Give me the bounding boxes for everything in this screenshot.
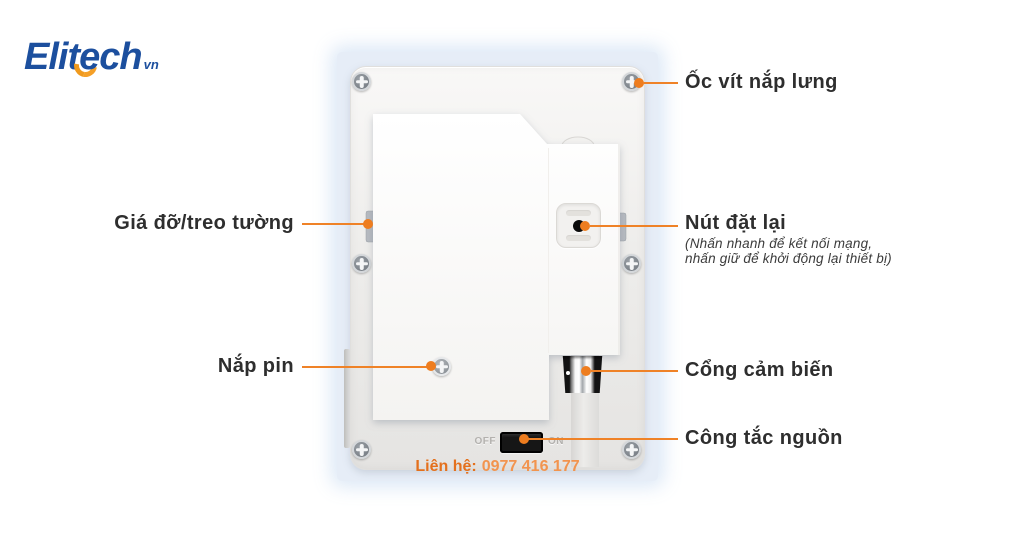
callout-dot-reset: [580, 221, 590, 231]
callout-label-power: Công tắc nguồn: [685, 427, 843, 449]
screw-icon: [352, 440, 371, 459]
reset-engraving-bottom: [566, 235, 591, 241]
logo-accent-letter: e: [69, 36, 102, 82]
logo-text-suffix: ch: [99, 36, 142, 78]
logo-text-prefix: Elit: [24, 36, 80, 78]
contact-info: Liên hệ:0977 416 177: [350, 458, 645, 476]
screw-icon: [352, 72, 371, 91]
screw-icon: [622, 254, 641, 273]
screw-icon: [352, 254, 371, 273]
callout-dot-sensor: [581, 366, 591, 376]
callout-line-battery: [302, 366, 428, 368]
callout-note-reset: (Nhấn nhanh để kết nối mạng, nhấn giữ để…: [685, 236, 892, 266]
callout-label-sensor: Cổng cảm biến: [685, 359, 834, 381]
callout-label-bracket: Giá đỡ/treo tường: [114, 212, 294, 234]
callout-label-battery: Nắp pin: [217, 355, 294, 377]
callout-line-power: [528, 438, 678, 440]
contact-prefix: Liên hệ:: [415, 458, 477, 475]
callout-dot-bracket: [363, 219, 373, 229]
reset-note-line1: (Nhấn nhanh để kết nối mạng,: [685, 236, 873, 251]
callout-label-screw: Ốc vít nắp lưng: [685, 71, 838, 93]
logo-domain: vn: [143, 57, 159, 72]
switch-off-label: OFF: [474, 436, 496, 447]
back-plate: [350, 66, 645, 470]
callout-line-screw: [643, 82, 678, 84]
switch-on-label: ON: [548, 436, 564, 447]
callout-dot-power: [519, 434, 529, 444]
plate-side-rail: [344, 349, 350, 448]
callout-label-reset: Nút đặt lại: [685, 212, 787, 234]
callout-line-reset: [590, 225, 678, 227]
callout-line-bracket: [302, 223, 364, 225]
contact-phone: 0977 416 177: [481, 458, 580, 475]
callout-line-sensor: [591, 370, 678, 372]
reset-engraving-top: [566, 210, 591, 216]
callout-dot-screw: [634, 78, 644, 88]
screw-icon: [622, 440, 641, 459]
callout-dot-battery: [426, 361, 436, 371]
reset-note-line2: nhấn giữ để khởi động lại thiết bị): [685, 251, 892, 266]
